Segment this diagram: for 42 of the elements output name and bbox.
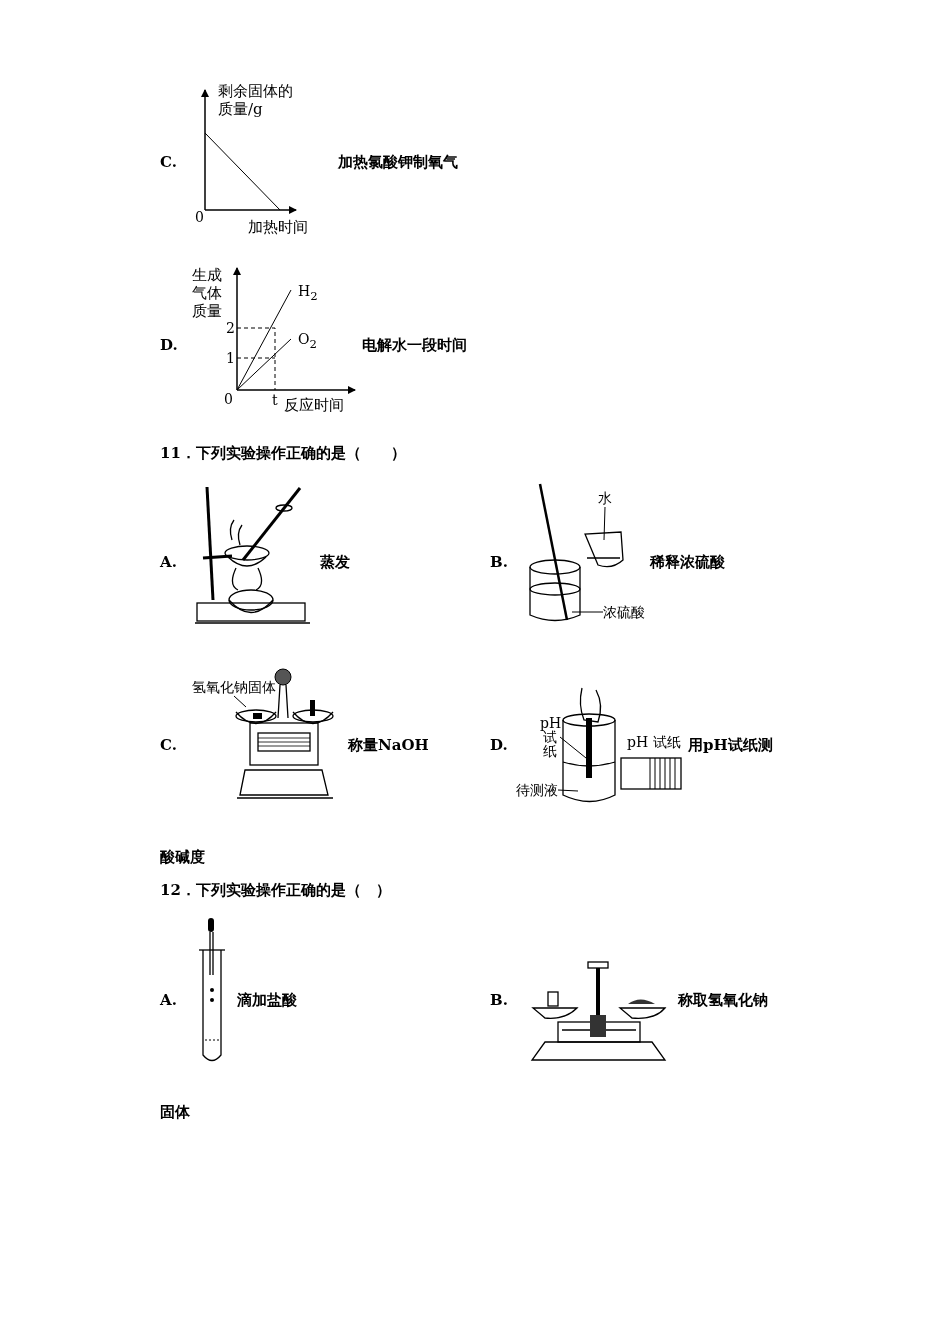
- leader-line: [557, 789, 579, 792]
- label-text: 待测液: [516, 781, 558, 799]
- label-text: pH试纸: [540, 716, 560, 758]
- question-text: 11．下列实验操作正确的是（ ）: [160, 444, 406, 462]
- label-text: 氢氧化钠固体: [192, 678, 276, 696]
- option-text: 固体: [160, 1103, 190, 1121]
- option-text: 蒸发: [320, 553, 350, 571]
- tick-label: 1: [226, 349, 235, 367]
- option-text: 称量NaOH: [348, 736, 429, 754]
- caption: pH 试纸: [627, 733, 681, 751]
- tick-label: 0: [195, 208, 204, 226]
- option-text: 酸碱度: [160, 848, 205, 866]
- question-text: 12．下列实验操作正确的是（ ）: [160, 881, 391, 899]
- option-letter: D.: [160, 336, 178, 354]
- leader-line: [233, 695, 247, 708]
- axis-label: 生成气体质量: [192, 266, 223, 320]
- series-label: H$_{2}$: [298, 282, 318, 305]
- tick-label: 2: [226, 319, 235, 337]
- series-label: O$_{2}$: [298, 330, 317, 353]
- option-letter: B.: [490, 991, 508, 1009]
- option-letter: A.: [160, 991, 177, 1009]
- axis-label: 反应时间: [284, 396, 344, 414]
- axis-label: 剩余固体的质量/g: [218, 82, 294, 118]
- option-letter: C.: [160, 153, 177, 171]
- label-text: 水: [598, 489, 612, 507]
- option-text: 用pH试纸测: [688, 736, 773, 754]
- option-letter: C.: [160, 736, 177, 754]
- option-text: 滴加盐酸: [237, 991, 297, 1009]
- option-letter: B.: [490, 553, 508, 571]
- option-text: 称取氢氧化钠: [678, 991, 768, 1009]
- option-text: 电解水一段时间: [362, 336, 467, 354]
- option-letter: D.: [490, 736, 508, 754]
- option-letter: A.: [160, 553, 177, 571]
- axis-label: 加热时间: [248, 218, 308, 236]
- tick-label: t: [272, 391, 278, 409]
- tick-label: 0: [224, 390, 233, 408]
- leader-line: [571, 611, 604, 613]
- label-text: 浓硫酸: [603, 603, 645, 621]
- leader-line: [603, 506, 606, 541]
- option-text: 加热氯酸钾制氧气: [338, 153, 458, 171]
- option-text: 稀释浓硫酸: [650, 553, 725, 571]
- leader-line: [559, 736, 587, 759]
